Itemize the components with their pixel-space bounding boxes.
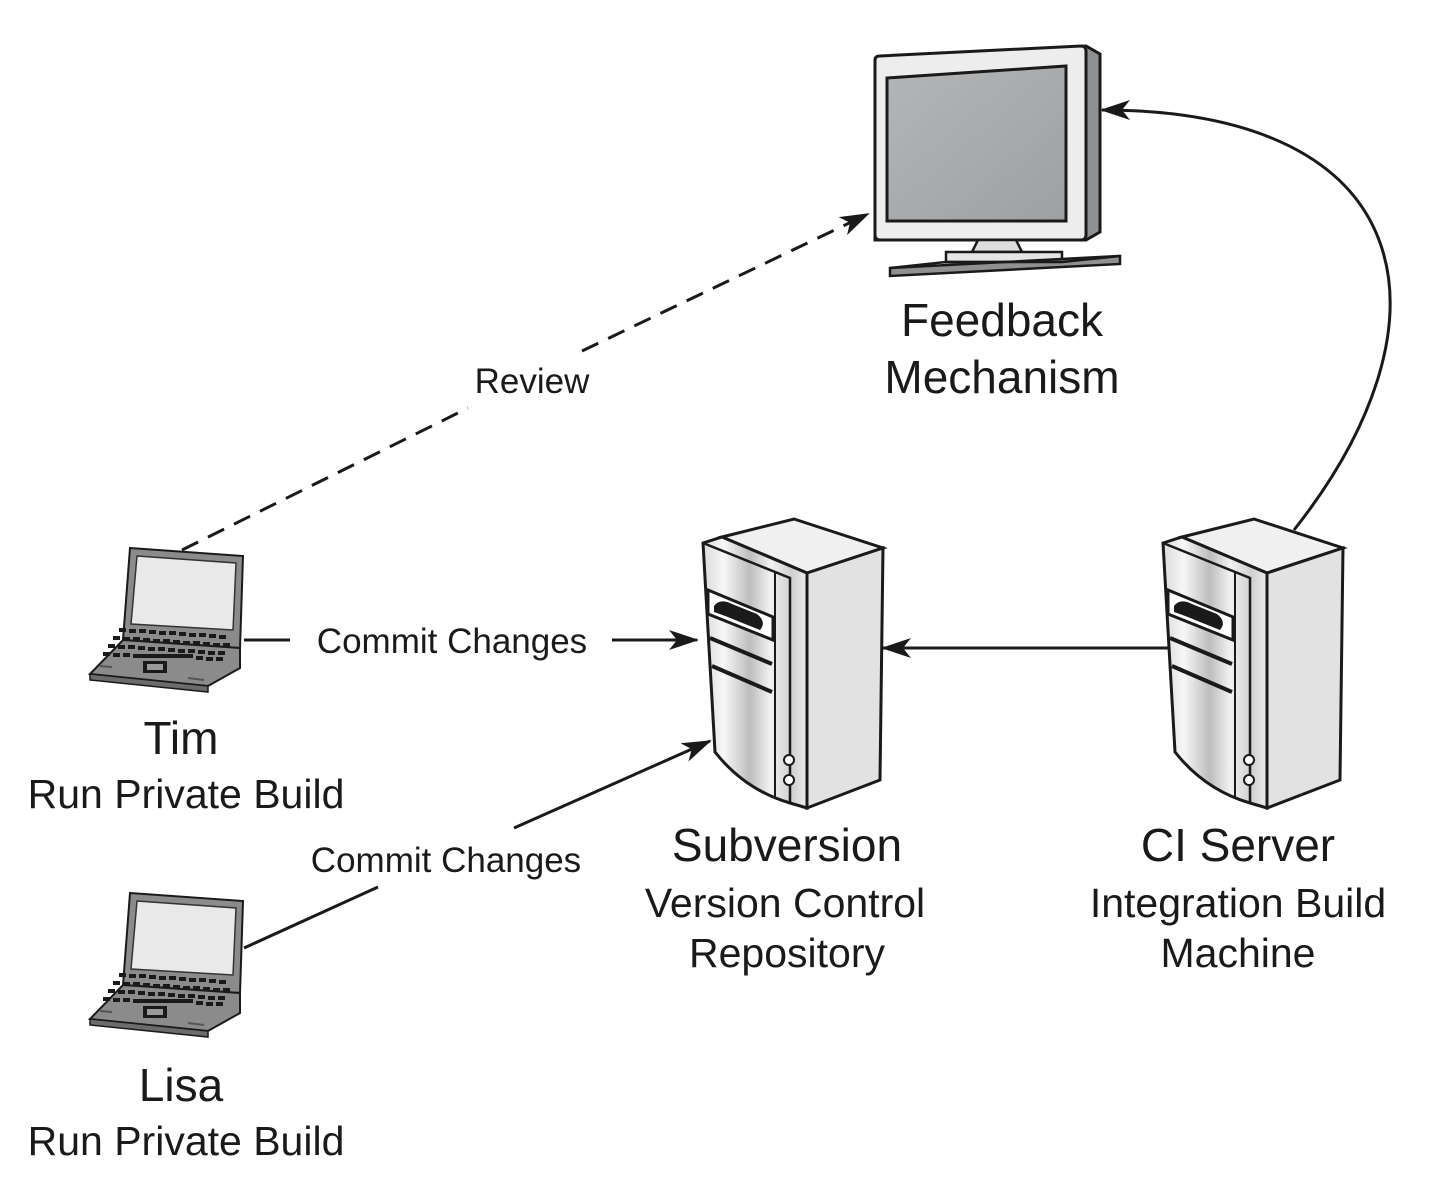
subversion-server-icon bbox=[701, 517, 885, 810]
review-arrow bbox=[181, 214, 868, 552]
subversion-desc-line-2: Repository bbox=[689, 930, 885, 976]
lisa-commit-label: Commit Changes bbox=[311, 841, 581, 880]
subversion-desc-line-1: Version Control bbox=[645, 880, 925, 926]
tim-name: Tim bbox=[144, 712, 219, 764]
lisa-role: Run Private Build bbox=[28, 1118, 345, 1164]
lisa-laptop-icon bbox=[89, 892, 244, 1038]
ci-server-desc-line-2: Machine bbox=[1161, 930, 1316, 976]
lisa-commit-arrow bbox=[243, 741, 710, 950]
monitor-icon bbox=[873, 44, 1122, 278]
tim-commit-label: Commit Changes bbox=[317, 622, 587, 661]
ci-server-name: CI Server bbox=[1141, 819, 1335, 871]
lisa-name: Lisa bbox=[139, 1059, 224, 1111]
feedback-label-line-2: Mechanism bbox=[884, 351, 1119, 403]
ci-to-feedback-arrow bbox=[1100, 100, 1392, 531]
subversion-name: Subversion bbox=[672, 819, 902, 871]
ci-server-desc-line-1: Integration Build bbox=[1090, 880, 1386, 926]
review-label: Review bbox=[475, 362, 590, 401]
ci-server-icon bbox=[1161, 517, 1345, 810]
tim-laptop-icon bbox=[89, 547, 244, 693]
tim-role: Run Private Build bbox=[28, 771, 345, 817]
feedback-label-line-1: Feedback bbox=[901, 294, 1104, 346]
